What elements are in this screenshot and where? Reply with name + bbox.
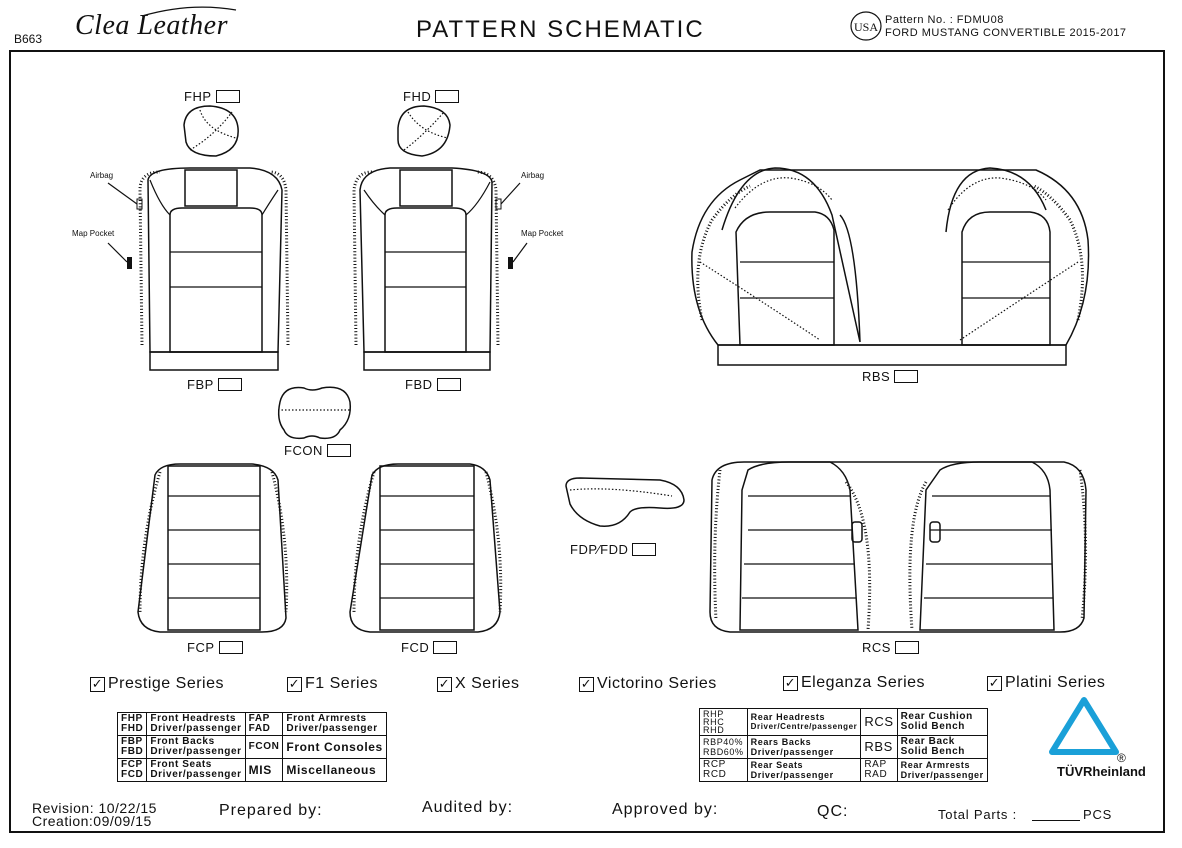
prepared-by-label: Prepared by:	[219, 802, 323, 819]
airbag-right-leader	[500, 182, 521, 205]
label-airbag-right: Airbag	[521, 171, 545, 180]
tuv-triangle-icon	[1049, 697, 1119, 755]
page-title: PATTERN SCHEMATIC	[416, 16, 705, 43]
qc-label: QC:	[817, 803, 849, 820]
checkbox-checked-icon[interactable]: ✓	[287, 675, 302, 692]
front-headrest-driver-drawing	[397, 105, 451, 157]
logo-swoosh	[141, 6, 237, 17]
rear-back-bench-drawing	[691, 167, 1090, 366]
label-fhd: FHD	[403, 89, 460, 104]
registered-mark: ®	[1117, 751, 1126, 765]
series-x[interactable]: ✓X Series	[437, 675, 520, 692]
drawing-frame	[9, 50, 1165, 833]
tuv-rheinland-logo: TÜVRheinland	[1057, 764, 1146, 779]
series-platini[interactable]: ✓Platini Series	[987, 674, 1106, 691]
label-rbs: RBS	[862, 369, 919, 384]
label-fhp: FHP	[184, 89, 240, 104]
label-rcs: RCS	[862, 640, 919, 655]
checkbox-checked-icon[interactable]: ✓	[783, 674, 798, 691]
front-back-driver-drawing	[352, 167, 513, 371]
checkbox-checked-icon[interactable]: ✓	[90, 675, 105, 692]
door-armrest-drawing	[565, 477, 685, 527]
revision-date: Revision: 10/22/15	[32, 800, 157, 816]
document-code: B663	[14, 32, 43, 46]
total-parts-label: Total Parts :	[938, 807, 1018, 822]
series-prestige[interactable]: ✓Prestige Series	[90, 675, 224, 692]
label-airbag-left: Airbag	[90, 171, 114, 180]
label-fcd: FCD	[401, 640, 458, 655]
front-back-passenger-drawing	[127, 167, 290, 371]
creation-date: Creation:09/09/15	[32, 813, 152, 829]
label-fcon: FCON	[284, 443, 351, 458]
map-pocket-left-leader	[107, 242, 128, 263]
label-fbp: FBP	[187, 377, 242, 392]
front-console-drawing	[277, 386, 352, 440]
brand-logo: Clea Leather	[75, 10, 228, 41]
checkbox-checked-icon[interactable]: ✓	[579, 675, 594, 692]
airbag-left-leader	[107, 182, 138, 205]
series-eleganza[interactable]: ✓Eleganza Series	[783, 674, 926, 691]
label-map-pocket-right: Map Pocket	[521, 229, 564, 238]
rear-cushion-bench-drawing	[709, 461, 1088, 633]
front-cushion-driver-drawing	[349, 463, 503, 633]
total-parts-blank[interactable]	[1032, 820, 1080, 821]
label-fcp: FCP	[187, 640, 243, 655]
series-victorino[interactable]: ✓Victorino Series	[579, 675, 717, 692]
svg-text:USA: USA	[854, 20, 878, 34]
front-cushion-passenger-drawing	[137, 463, 289, 633]
map-pocket-right-leader	[512, 242, 528, 263]
checkbox-checked-icon[interactable]: ✓	[437, 675, 452, 692]
usa-seal-icon: USA	[850, 11, 882, 41]
approved-by-label: Approved by:	[612, 801, 719, 818]
audited-by-label: Audited by:	[422, 799, 514, 816]
pcs-label: PCS	[1083, 807, 1113, 822]
label-fdp-fdd: FDP∕FDD	[570, 542, 657, 557]
checkbox-checked-icon[interactable]: ✓	[987, 674, 1002, 691]
series-f1[interactable]: ✓F1 Series	[287, 675, 378, 692]
front-headrest-passenger-drawing	[183, 105, 239, 157]
label-map-pocket-left: Map Pocket	[72, 229, 115, 238]
label-fbd: FBD	[405, 377, 461, 392]
pattern-number: Pattern No. : FDMU08	[885, 14, 1004, 26]
vehicle-model: FORD MUSTANG CONVERTIBLE 2015-2017	[885, 27, 1127, 39]
